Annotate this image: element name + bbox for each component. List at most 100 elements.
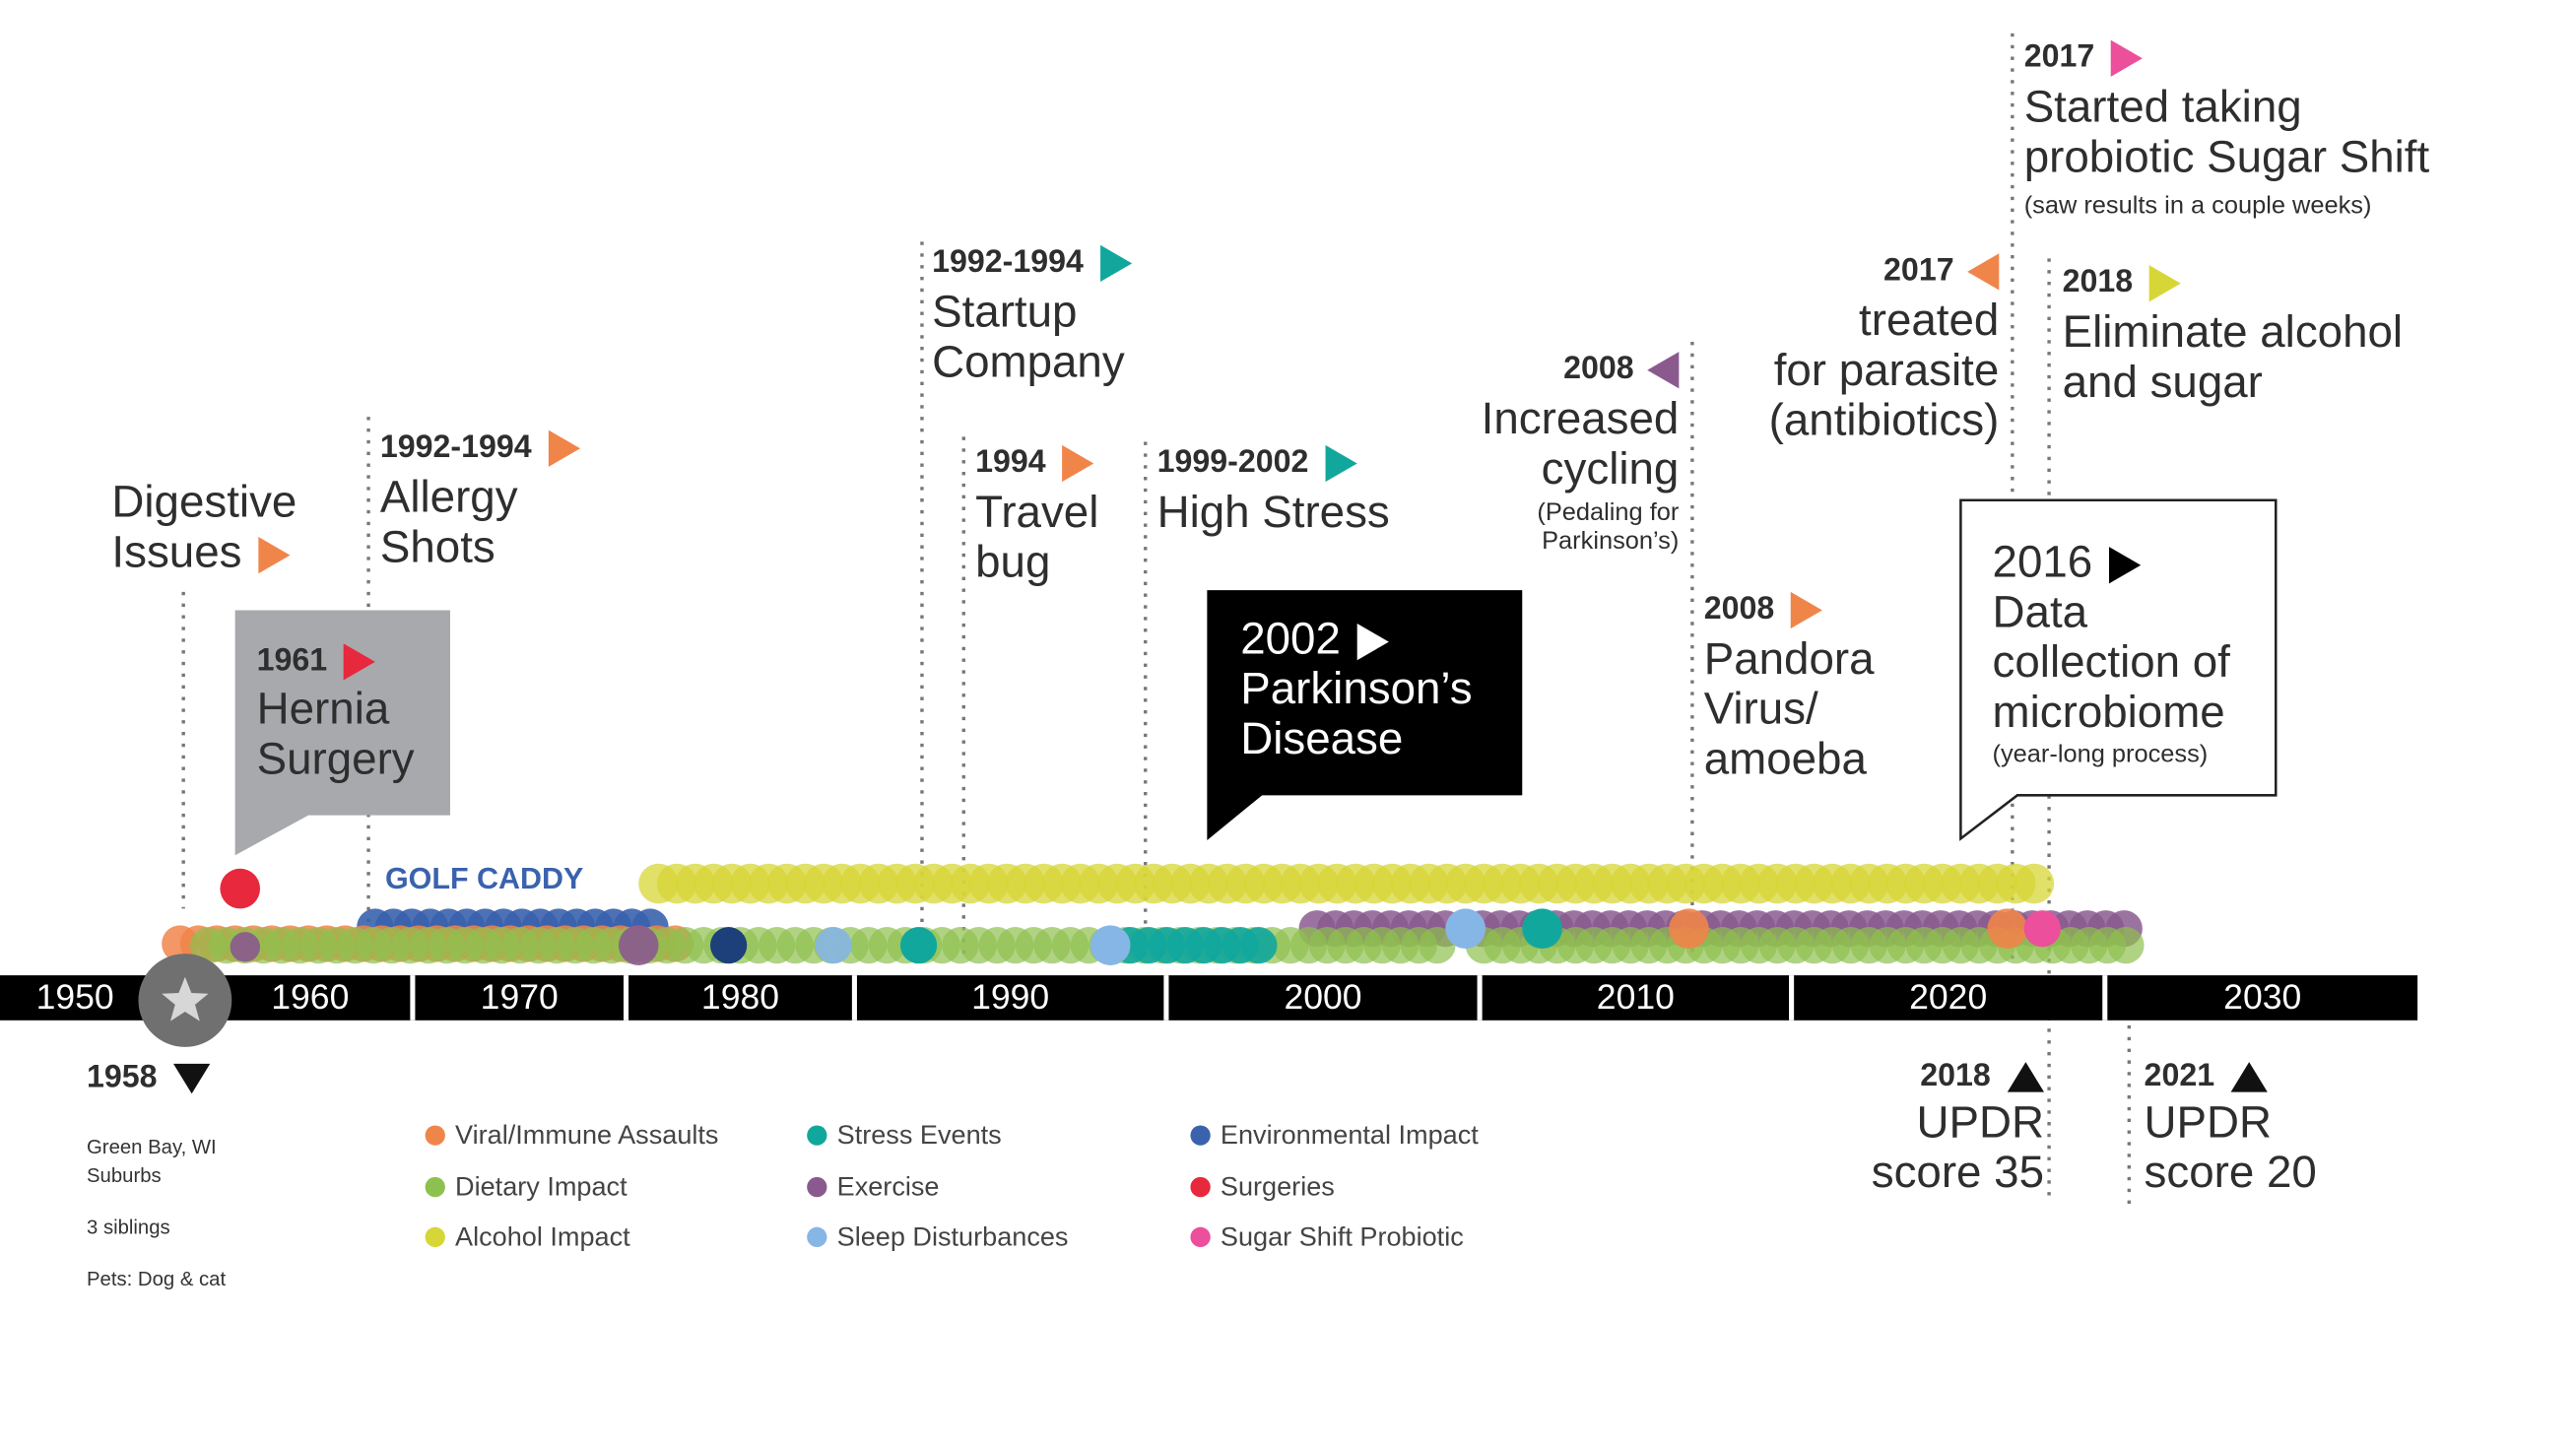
legend-item-exercise: Exercise: [807, 1174, 939, 1204]
event-probiotic-start: 2017 Started taking probiotic Sugar Shif…: [2023, 39, 2430, 221]
event-high-stress: 1999-2002 High Stress: [1156, 444, 1390, 537]
event-year: 2021: [2145, 1060, 2317, 1092]
legend-item-alcohol: Alcohol Impact: [425, 1223, 630, 1253]
event-year: 1992-1994: [932, 244, 1132, 283]
dietary-dot: [2107, 927, 2145, 964]
axis-decade: 1970: [480, 978, 559, 1018]
event-eliminate-alcohol: 2018 Eliminate alcohol and sugar: [2063, 265, 2403, 407]
event-pandora-virus: 2008 Pandora Virus/ amoeba: [1703, 591, 1875, 783]
event-text: Pandora: [1703, 633, 1875, 684]
arrow-up-icon: [2231, 1062, 2269, 1092]
event-text: 2002: [1240, 614, 1472, 664]
axis-decade: 2010: [1596, 978, 1675, 1018]
dietary-dot: [1419, 927, 1456, 964]
event-text: treated: [1859, 295, 2000, 346]
event-year: 2017: [2024, 39, 2430, 77]
exercise-dot: [618, 925, 659, 965]
event-text: bug: [975, 536, 1051, 587]
event-text: Hernia: [256, 683, 390, 734]
data-collection-callout-box: [1959, 498, 2278, 841]
legend-item-environmental: Environmental Impact: [1190, 1122, 1479, 1152]
event-text: for parasite: [1773, 345, 2000, 396]
sleep-dot: [1445, 908, 1486, 950]
surgery-dot: [220, 868, 261, 909]
event-text: Digestive: [111, 477, 297, 527]
flag-right-icon: [1356, 623, 1389, 661]
sleep-dot: [1090, 925, 1131, 965]
flag-right-icon: [1099, 244, 1132, 283]
event-note: (Pedaling for: [1537, 498, 1680, 527]
sleep-dot: [815, 927, 852, 964]
axis-decade: 1990: [971, 978, 1050, 1018]
event-text: score 20: [2144, 1147, 2317, 1198]
flag-right-icon: [2109, 546, 2142, 584]
legend-item-viral: Viral/Immune Assaults: [425, 1122, 718, 1152]
event-year: 1999-2002: [1157, 444, 1390, 483]
event-text: Data: [1992, 586, 2088, 637]
event-data-collection: 2016 Data collection of microbiome (year…: [1993, 537, 2230, 768]
event-year: 1961: [257, 643, 415, 681]
stress-dot: [899, 927, 938, 964]
event-updr-2021: 2021 UPDR score 20: [2145, 1060, 2317, 1197]
event-text: collection of: [1992, 636, 2230, 688]
alcohol-impact-row: [638, 863, 2055, 904]
event-parasite-treatment: 2017 treated for parasite (antibiotics): [1734, 253, 2000, 445]
event-digestive-issues: Digestive Issues: [111, 477, 297, 577]
arrow-up-icon: [2007, 1062, 2045, 1092]
alcohol-dot: [2014, 863, 2055, 904]
event-note: (year-long process): [1992, 740, 2209, 769]
legend-item-probiotic: Sugar Shift Probiotic: [1190, 1223, 1464, 1253]
viral-dot: [1669, 908, 1709, 950]
axis-decade: 1950: [35, 978, 114, 1018]
legend-swatch: [807, 1176, 827, 1198]
exercise-dot: [230, 932, 261, 962]
event-text: Shots: [379, 521, 495, 572]
event-travel-bug: 1994 Travel bug: [975, 444, 1098, 587]
event-text: Surgery: [256, 733, 415, 784]
event-text: High Stress: [1156, 487, 1390, 537]
event-text: score 35: [1871, 1147, 2045, 1198]
flag-right-icon: [1791, 591, 1823, 629]
legend-swatch: [425, 1125, 445, 1146]
birth-note: Suburbs: [87, 1163, 162, 1188]
birth-note: Pets: Dog & cat: [87, 1267, 227, 1290]
event-text: microbiome: [1992, 687, 2225, 738]
event-text: 2016: [1993, 537, 2230, 587]
flag-right-icon: [2149, 265, 2182, 302]
event-startup-company: 1992-1994 Startup Company: [932, 244, 1132, 387]
legend-item-surgeries: Surgeries: [1190, 1174, 1335, 1204]
event-text: Parkinson’s: [1240, 663, 1473, 714]
event-text: Eliminate alcohol: [2062, 306, 2404, 358]
event-text: cycling: [1541, 443, 1680, 494]
event-text: Started taking: [2023, 81, 2302, 132]
birth-note: Green Bay, WI: [87, 1135, 217, 1159]
stress-dot: [1522, 908, 1562, 950]
axis-separators: [410, 975, 2108, 1021]
viral-dot: [1987, 908, 2028, 950]
probiotic-dot: [2023, 910, 2061, 948]
event-text: probiotic Sugar Shift: [2023, 131, 2430, 182]
event-hernia-surgery: 1961 Hernia Surgery: [257, 643, 415, 783]
flag-left-icon: [1647, 352, 1680, 389]
event-year: 2018: [2063, 265, 2403, 302]
event-text: Company: [932, 336, 1125, 387]
event-parkinsons-diagnosis: 2002 Parkinson’s Disease: [1240, 614, 1472, 763]
stress-dot: [1240, 927, 1278, 964]
event-text: and sugar: [2062, 357, 2263, 407]
event-text: Startup: [932, 287, 1078, 337]
legend-swatch: [1190, 1176, 1211, 1198]
event-text: Allergy: [379, 471, 518, 522]
birth-year: 1958: [87, 1062, 211, 1093]
legend-swatch: [1190, 1226, 1211, 1247]
event-year: 1994: [975, 444, 1098, 483]
flag-left-icon: [1967, 253, 2000, 291]
legend-item-stress: Stress Events: [807, 1122, 1002, 1152]
timeline-axis: [0, 975, 2418, 1021]
golf-caddy-label: GOLF CADDY: [384, 862, 584, 895]
birth-note: 3 siblings: [87, 1215, 170, 1239]
star-icon: [162, 976, 209, 1022]
legend-swatch: [807, 1125, 827, 1146]
accent-dots: [220, 868, 2061, 965]
